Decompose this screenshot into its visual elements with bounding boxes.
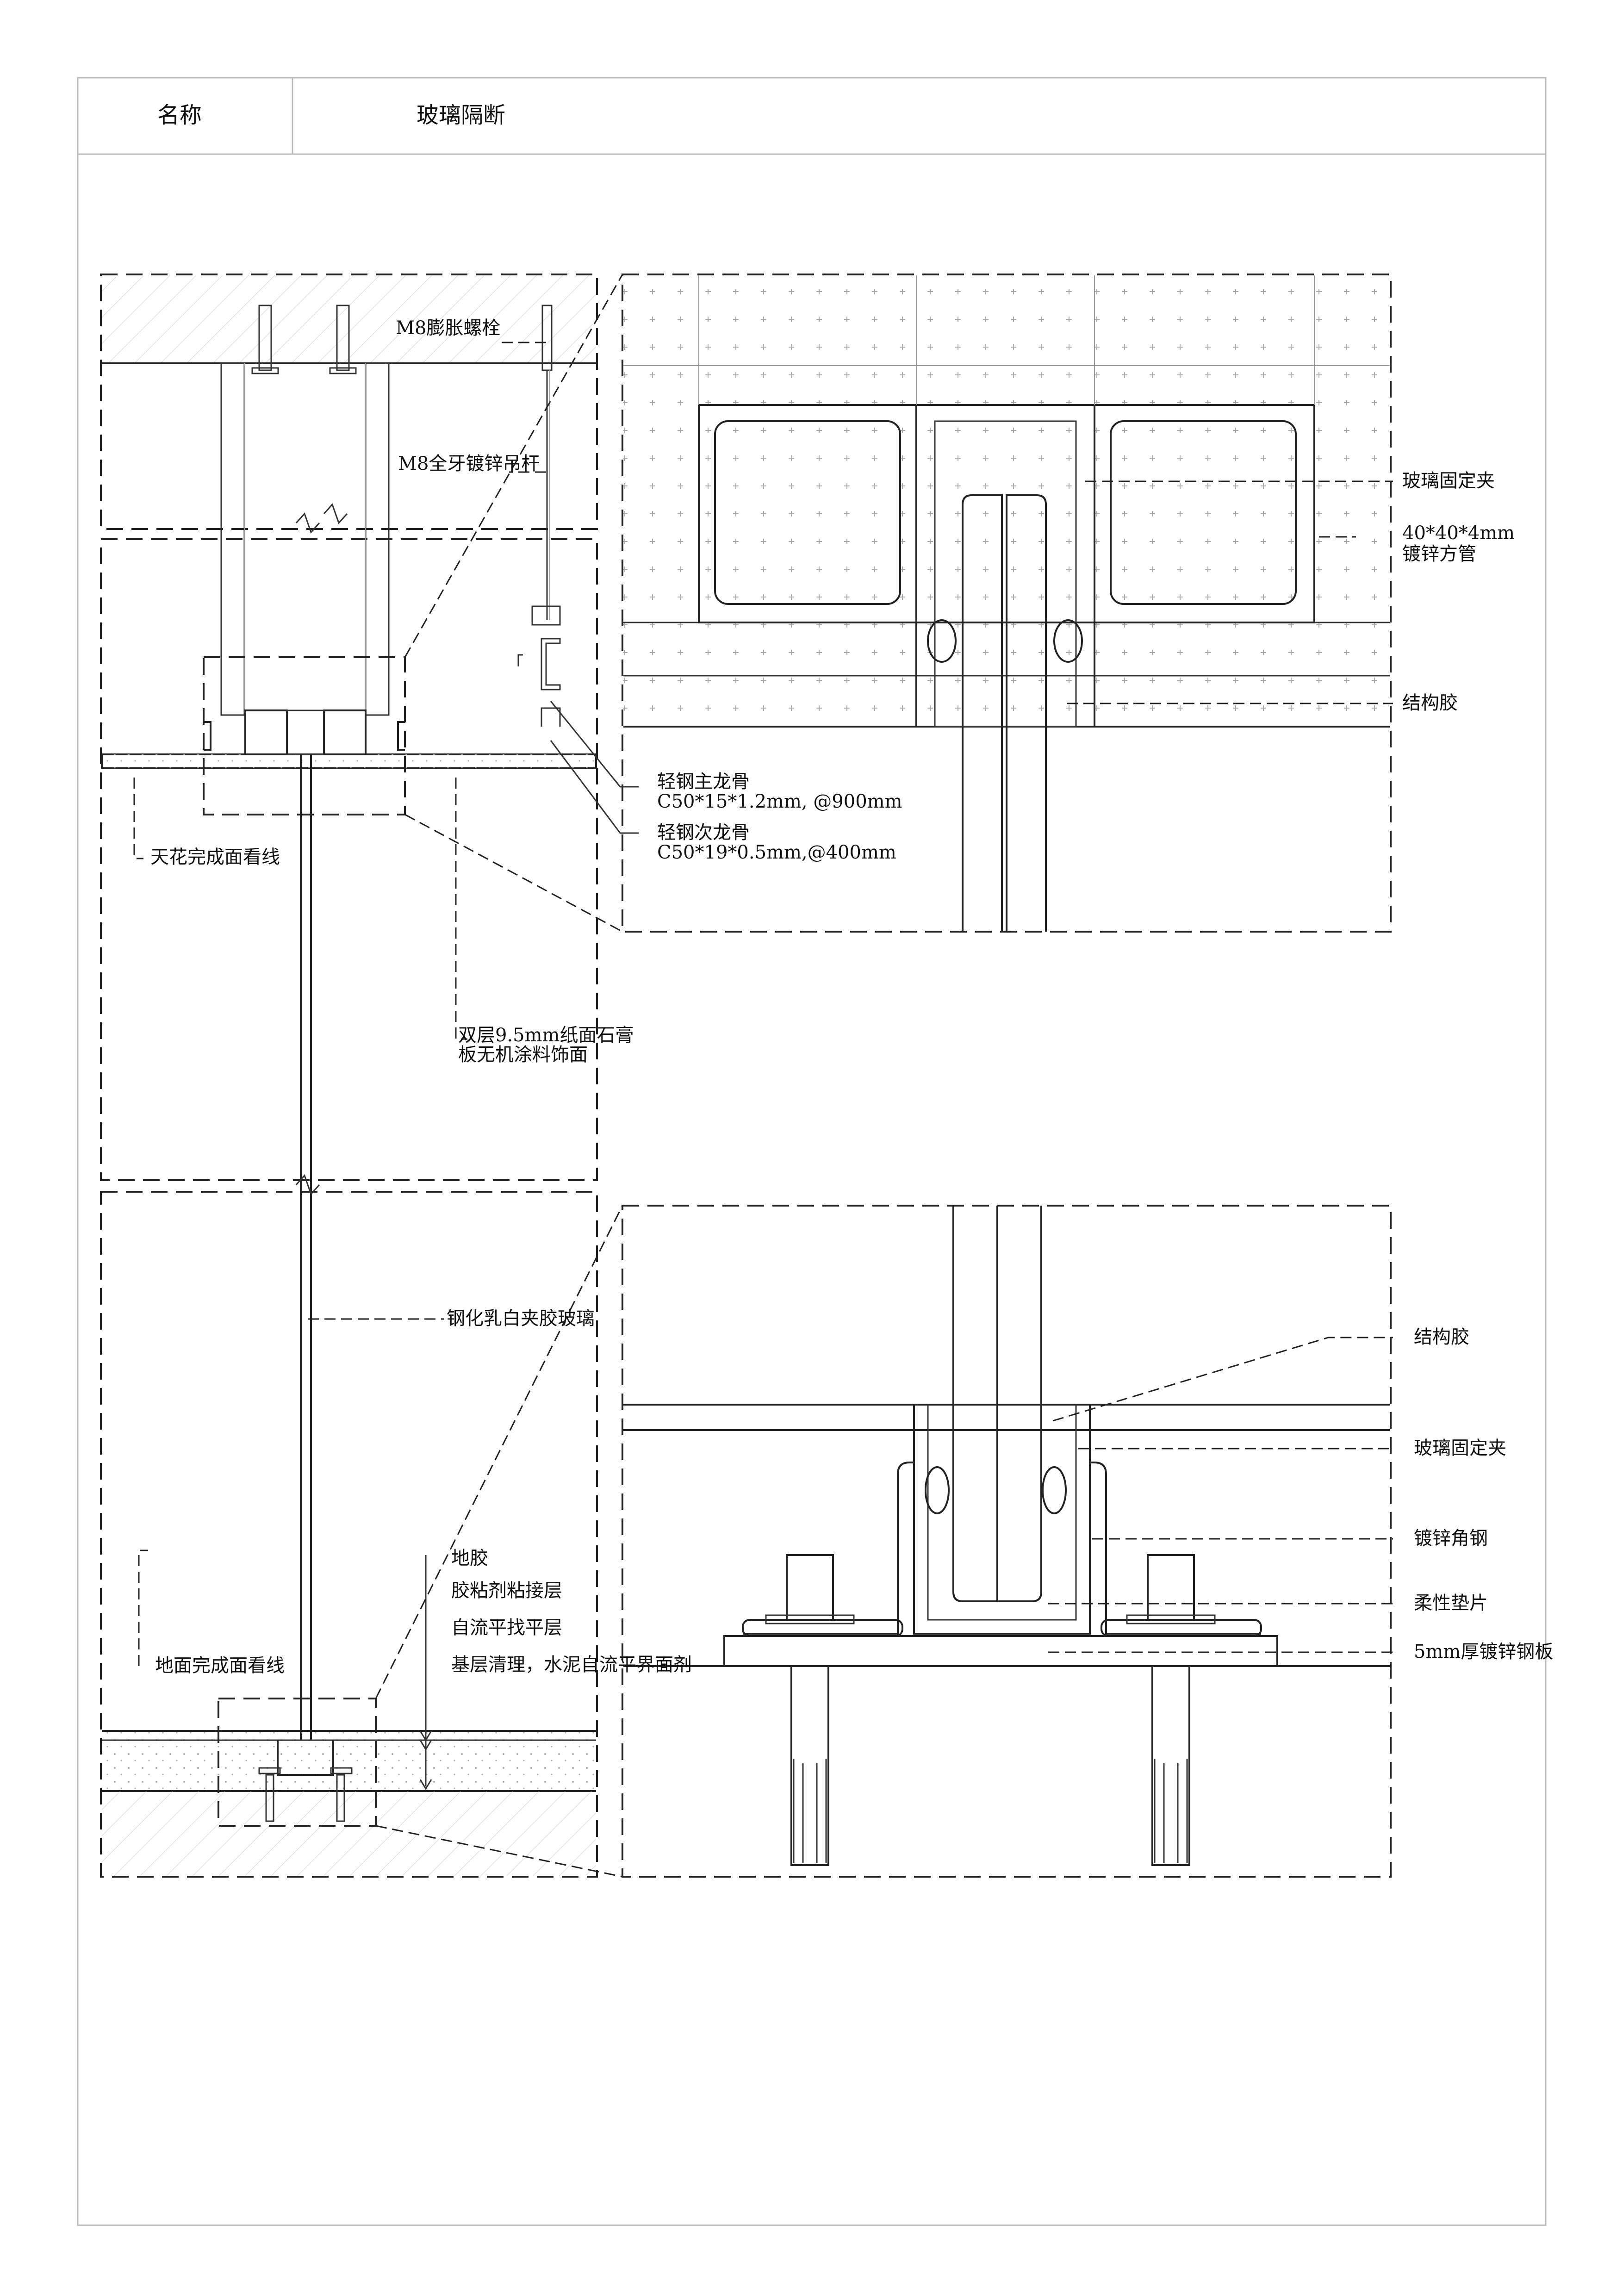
- callout-bottom-lines: [375, 1205, 623, 1878]
- label-plate: 5mm厚镀锌钢板: [1414, 1641, 1553, 1662]
- label-pad: 柔性垫片: [1414, 1593, 1488, 1614]
- label-self-level: 自流平找平层: [451, 1617, 562, 1638]
- keel-hanger: [517, 605, 561, 727]
- label-bottom-glue: 结构胶: [1414, 1326, 1469, 1348]
- sheet-border: [77, 77, 1547, 2226]
- bottom-detail-frame: [622, 1205, 1392, 1878]
- tube-frame-column: [220, 362, 390, 716]
- label-top-glue: 结构胶: [1402, 692, 1458, 714]
- label-floor-line: 地面完成面看线: [155, 1655, 285, 1676]
- label-floor-glue: 地胶: [451, 1548, 488, 1569]
- glass-panel: [295, 512, 320, 1740]
- label-sub-keel-spec: C50*19*0.5mm,@400mm: [657, 842, 896, 863]
- label-sub-keel: 轻钢次龙骨: [657, 822, 750, 843]
- callout-top-lines: [404, 274, 623, 933]
- expansion-bolts: [251, 305, 553, 374]
- leader-lines: [133, 342, 1393, 1666]
- label-glass: 钢化乳白夹胶玻璃: [447, 1308, 595, 1329]
- label-gypsum-1: 双层9.5mm纸面石膏: [458, 1025, 634, 1046]
- left-steel-tube: [714, 420, 901, 605]
- angle-steel-right: [1090, 1462, 1261, 1635]
- label-m8-rod: M8全牙镀锌吊杆: [398, 453, 540, 474]
- ceiling-detail-box: [203, 656, 406, 815]
- label-m8-bolt: M8膨胀螺栓: [396, 317, 500, 339]
- label-gypsum-2: 板无机涂料饰面: [458, 1044, 588, 1065]
- left-view-middle-frame: [100, 538, 598, 1181]
- top-detail-view: [622, 274, 1392, 933]
- floor-layers: [102, 1731, 596, 1791]
- label-bottom-clip: 玻璃固定夹: [1414, 1437, 1506, 1459]
- label-adhesive: 胶粘剂粘接层: [451, 1580, 562, 1601]
- header-name-label: 名称: [157, 102, 202, 128]
- right-steel-tube: [1110, 420, 1297, 605]
- header-name-value: 玻璃隔断: [417, 102, 505, 128]
- label-tube-name: 镀锌方管: [1402, 543, 1476, 565]
- anchor-bolt-right: [1126, 1554, 1216, 1866]
- floor-detail-box: [218, 1698, 377, 1827]
- left-view-lower-frame: [100, 1191, 598, 1878]
- label-main-keel: 轻钢主龙骨: [657, 771, 750, 792]
- label-top-clip: 玻璃固定夹: [1402, 470, 1495, 492]
- angle-steel-left: [743, 1462, 914, 1635]
- label-tube-size: 40*40*4mm: [1402, 523, 1515, 544]
- top-glass: [962, 494, 1047, 932]
- glass-clip: [913, 1405, 1091, 1635]
- label-ceiling-line: 天花完成面看线: [150, 846, 280, 868]
- label-base-clean: 基层清理，水泥自流平界面剂: [451, 1654, 692, 1675]
- galvanized-plate: [723, 1635, 1278, 1667]
- anchor-bolt-left: [765, 1554, 855, 1866]
- bottom-detail-view: [622, 1205, 1392, 1878]
- label-angle: 镀锌角钢: [1414, 1528, 1488, 1549]
- bottom-glass: [952, 1206, 1042, 1602]
- left-section-view: [100, 274, 598, 1878]
- label-main-keel-spec: C50*15*1.2mm, @900mm: [657, 791, 902, 812]
